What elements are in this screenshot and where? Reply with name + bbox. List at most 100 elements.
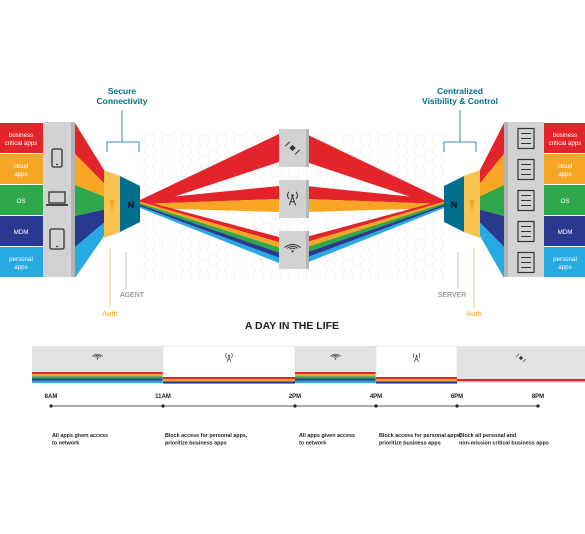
timeline-tick [161,404,165,408]
right-category-block [544,247,585,277]
left-category-block [0,216,43,246]
timeline-segment-bg [162,345,296,384]
server-icon [517,220,535,243]
cell-tower-icon [225,353,233,363]
timeline-time-label: 11AM [155,394,171,400]
right-category-label: business [553,132,577,139]
timeline-segment-bg [457,346,585,383]
network-box-bg [279,231,306,269]
timeline-band [32,380,163,383]
left-category-block [0,185,43,215]
left-beam-band [140,206,279,263]
left-beam-band [140,200,279,243]
timeline-time-label: 8AM [45,394,58,400]
visibility-control-label-line2: Visibility & Control [422,96,498,106]
timeline-band [295,380,376,383]
timeline-tick [49,404,53,408]
timeline-note: to network [299,441,326,447]
visibility-control-label-line1: Centralized [437,86,483,96]
right-category-label: cloud [558,163,573,170]
timeline-band [163,381,295,384]
right-category-label: critical apps [549,140,582,147]
right-beam-band [306,200,444,243]
timeline-time-label: 8PM [532,394,544,400]
timeline-band [295,376,376,379]
left-beam-band [140,199,279,212]
laptop-icon [46,191,68,206]
timeline-band [32,376,163,379]
timeline-note: Block access for personal apps, [165,433,248,439]
timeline-note: prioritize business apps [379,441,441,447]
right-key-icon [469,199,475,210]
timeline-tick [374,404,378,408]
right-category-block [544,216,585,246]
timeline-note: All apps given access [52,433,108,439]
network-box-bg [279,180,306,218]
right-device-panel [508,122,544,277]
network-beams [140,134,444,263]
agent-logo-icon: N [128,200,135,210]
network-box-edge [306,129,309,167]
network-box [279,180,309,218]
timeline-tick [536,404,540,408]
right-funnel-band [480,185,504,216]
timeline-band [457,379,585,382]
timeline-segment [457,346,585,383]
left-beam-band [140,204,279,258]
cell-tower-icon [412,353,421,363]
timeline-band [295,372,376,375]
right-funnel-band [480,222,504,278]
right-category-block [544,154,585,184]
phone-icon [51,148,63,168]
timeline-segment [32,346,163,383]
timeline-note: non-mission critical business apps [459,441,549,447]
right-beam-band [306,199,444,212]
server-label: SERVER [438,292,467,299]
server-block [444,176,464,232]
timeline-note: to network [52,441,79,447]
left-category-label: critical apps [5,140,38,147]
left-category-label: apps [14,171,27,178]
right-device-panel-edge [504,122,508,277]
left-beam-band [140,203,279,253]
left-callout-bracket [106,110,140,152]
secure-connectivity-label-line1: Secure [108,86,137,96]
right-category-label: personal [553,256,577,263]
right-funnel-band [480,154,504,197]
secure-connectivity-label-line2: Connectivity [96,96,147,106]
right-beam-band [306,134,444,208]
timeline-segment [162,345,296,384]
server-icon [517,127,535,150]
left-funnel-band [75,185,104,216]
left-category-label: cloud [14,163,29,170]
right-auth-label: Auth [466,309,481,318]
right-beam-band [306,204,444,258]
left-category-label: apps [14,264,27,271]
right-funnel-band [480,209,504,247]
agent-label: AGENT [120,292,145,299]
timeline-title: A DAY IN THE LIFE [245,320,339,332]
timeline-tick [455,404,459,408]
left-device-icons [46,148,68,250]
timeline-band [376,379,457,382]
right-callout-bracket [443,110,477,152]
wifi-icon [284,243,301,253]
right-beam-band [306,186,444,204]
network-box-edge [306,231,309,269]
cell-tower-icon [287,191,298,206]
server-logo-icon: N [451,200,458,210]
timeline-time-label: 6PM [451,394,463,400]
right-beam-band [306,203,444,253]
right-category-label: MDM [558,229,573,236]
left-category-block [0,154,43,184]
network-icon-boxes [279,129,309,269]
timeline-band [295,378,376,381]
right-device-icons [517,127,535,274]
satellite-icon [515,353,527,363]
timeline-segment-bg [375,345,458,384]
right-beam-band [306,201,444,248]
left-beam-band [140,201,279,248]
